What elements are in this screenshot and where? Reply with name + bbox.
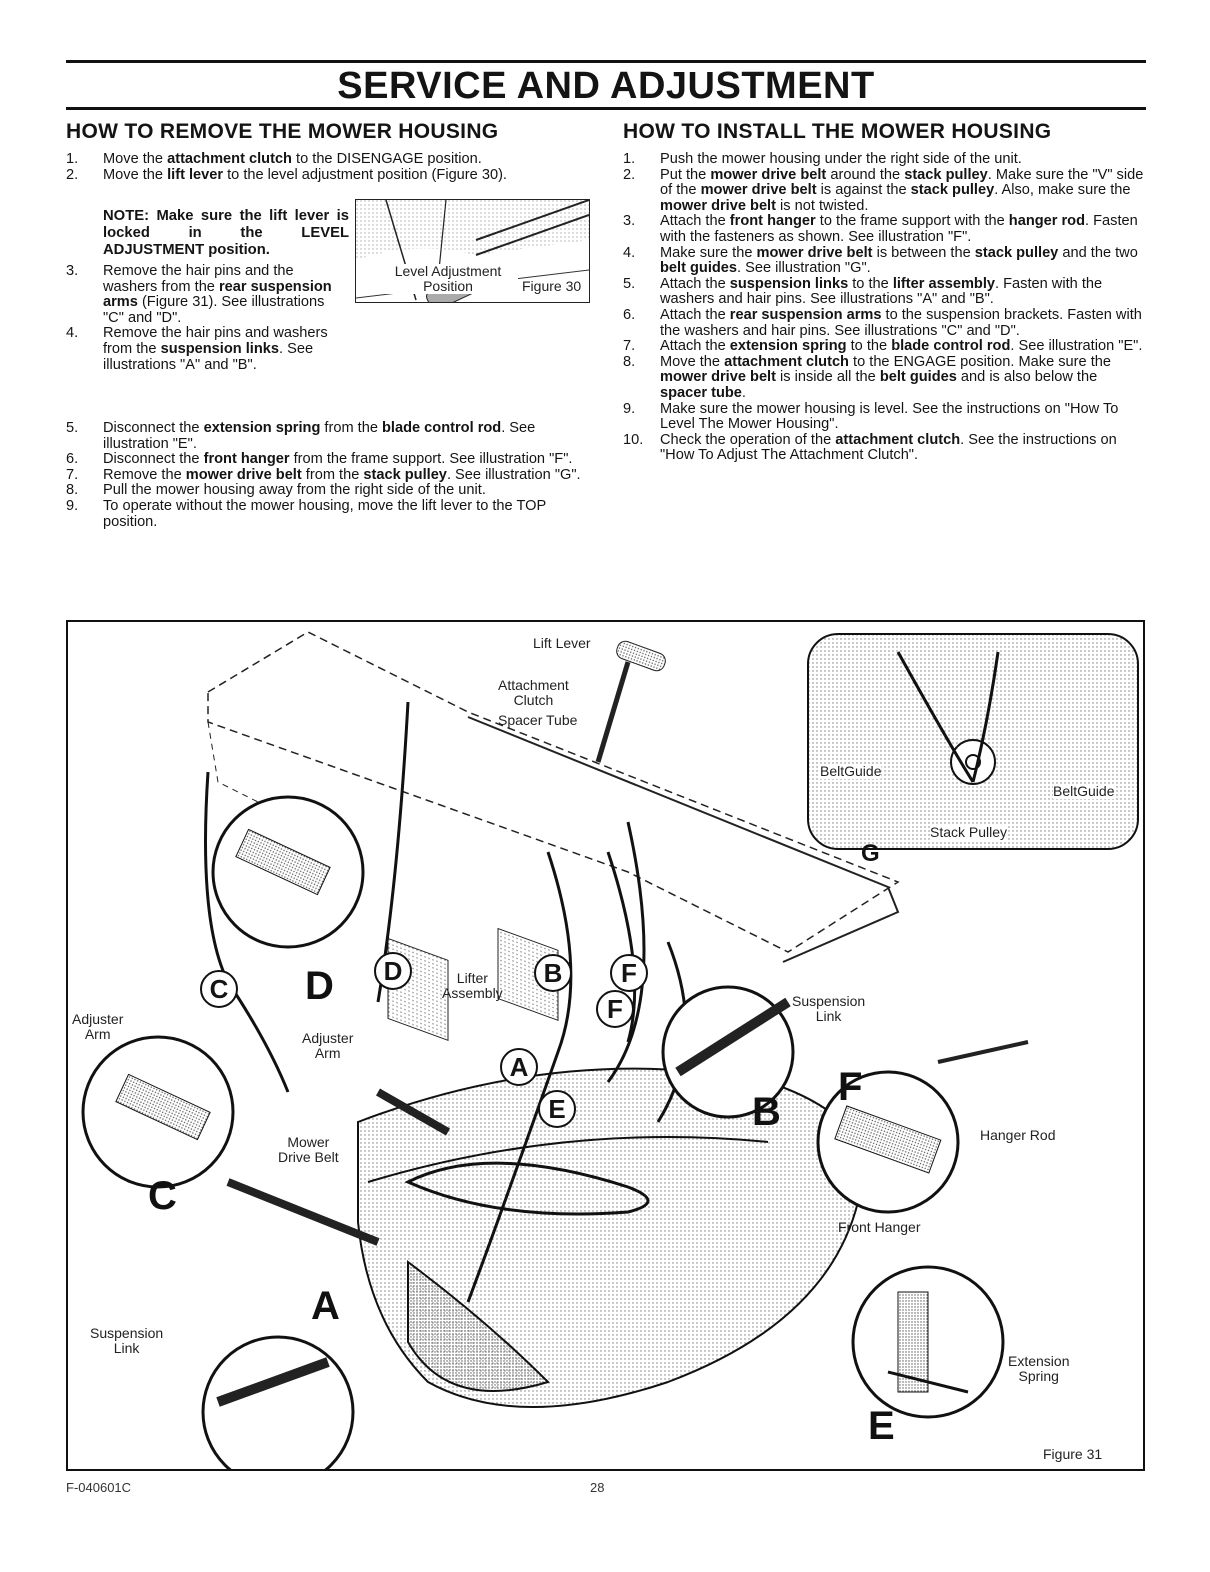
detail-letter-b: B <box>752 1090 781 1134</box>
detail-letter-a: A <box>311 1284 340 1328</box>
list-item: 8.Move the attachment clutch to the ENGA… <box>623 353 1111 401</box>
list-item: 2.Move the lift lever to the level adjus… <box>66 166 507 183</box>
list-item: 1.Push the mower housing under the right… <box>623 151 1022 167</box>
remove-steps-bottom: 5.Disconnect the extension spring from t… <box>66 420 591 530</box>
install-heading: HOW TO INSTALL THE MOWER HOUSING <box>623 120 1052 143</box>
remove-steps-mid: 3.Remove the hair pins and the washers f… <box>66 263 349 373</box>
list-item: 5.Disconnect the extension spring from t… <box>66 420 536 452</box>
list-item: 5.Attach the suspension links to the lif… <box>623 275 1103 308</box>
detail-letter-e: E <box>868 1404 895 1448</box>
detail-letter-d: D <box>305 964 334 1008</box>
remove-heading: HOW TO REMOVE THE MOWER HOUSING <box>66 120 499 143</box>
page-number: 28 <box>590 1480 605 1495</box>
detail-letter-c: C <box>148 1174 177 1218</box>
callout-e: E <box>538 1090 576 1128</box>
list-item: 4.Remove the hair pins and washers from … <box>66 325 328 373</box>
install-steps: 1.Push the mower housing under the right… <box>623 151 1147 464</box>
label-belt-guide-left: BeltGuide <box>820 763 882 779</box>
label-stack-pulley: Stack Pulley <box>930 824 1008 840</box>
list-item: 1.Move the attachment clutch to the DISE… <box>66 151 482 167</box>
list-item: 7.Remove the mower drive belt from the s… <box>66 466 581 483</box>
figure-30-caption: Figure 30 <box>522 278 582 294</box>
figure-31-caption: Figure 31 <box>1043 1446 1103 1462</box>
list-item: 2.Put the mower drive belt around the st… <box>623 166 1144 214</box>
list-item: 4.Make sure the mower drive belt is betw… <box>623 244 1138 277</box>
list-item: 9.Make sure the mower housing is level. … <box>623 400 1119 433</box>
callout-f-upper: F <box>610 954 648 992</box>
list-item: 9.To operate without the mower housing, … <box>66 497 546 530</box>
label-belt-guide-right: BeltGuide <box>1053 783 1115 799</box>
top-rule <box>66 60 1146 63</box>
list-item: 6.Disconnect the front hanger from the f… <box>66 451 573 468</box>
list-item: 3.Remove the hair pins and the washers f… <box>66 263 332 326</box>
callout-c: C <box>200 970 238 1008</box>
label-spacer-tube: Spacer Tube <box>498 712 578 728</box>
detail-letter-f: F <box>838 1065 863 1109</box>
callout-f-lower: F <box>596 990 634 1028</box>
label-hanger-rod: Hanger Rod <box>980 1127 1056 1143</box>
footer-code: F-040601C <box>66 1480 132 1495</box>
label-lift-lever: Lift Lever <box>533 635 591 651</box>
list-item: 10.Check the operation of the attachment… <box>623 431 1117 464</box>
callout-b: B <box>534 954 572 992</box>
callout-d: D <box>374 952 412 990</box>
page-title: SERVICE AND ADJUSTMENT <box>337 65 875 107</box>
list-item: 3.Attach the front hanger to the frame s… <box>623 213 1138 245</box>
callout-a: A <box>500 1048 538 1086</box>
detail-letter-g: G <box>861 840 880 867</box>
remove-steps-top: 1.Move the attachment clutch to the DISE… <box>66 151 591 183</box>
label-front-hanger: Front Hanger <box>838 1219 921 1235</box>
figure-31-illustration <box>81 631 1139 1469</box>
remove-note: NOTE: Make sure the lift lever is locked… <box>103 208 349 258</box>
list-item: 6.Attach the rear suspension arms to the… <box>623 306 1142 339</box>
list-item: 7.Attach the extension spring to the bla… <box>623 338 1143 355</box>
list-item: 8.Pull the mower housing away from the r… <box>66 482 486 499</box>
title-underline <box>66 107 1146 110</box>
